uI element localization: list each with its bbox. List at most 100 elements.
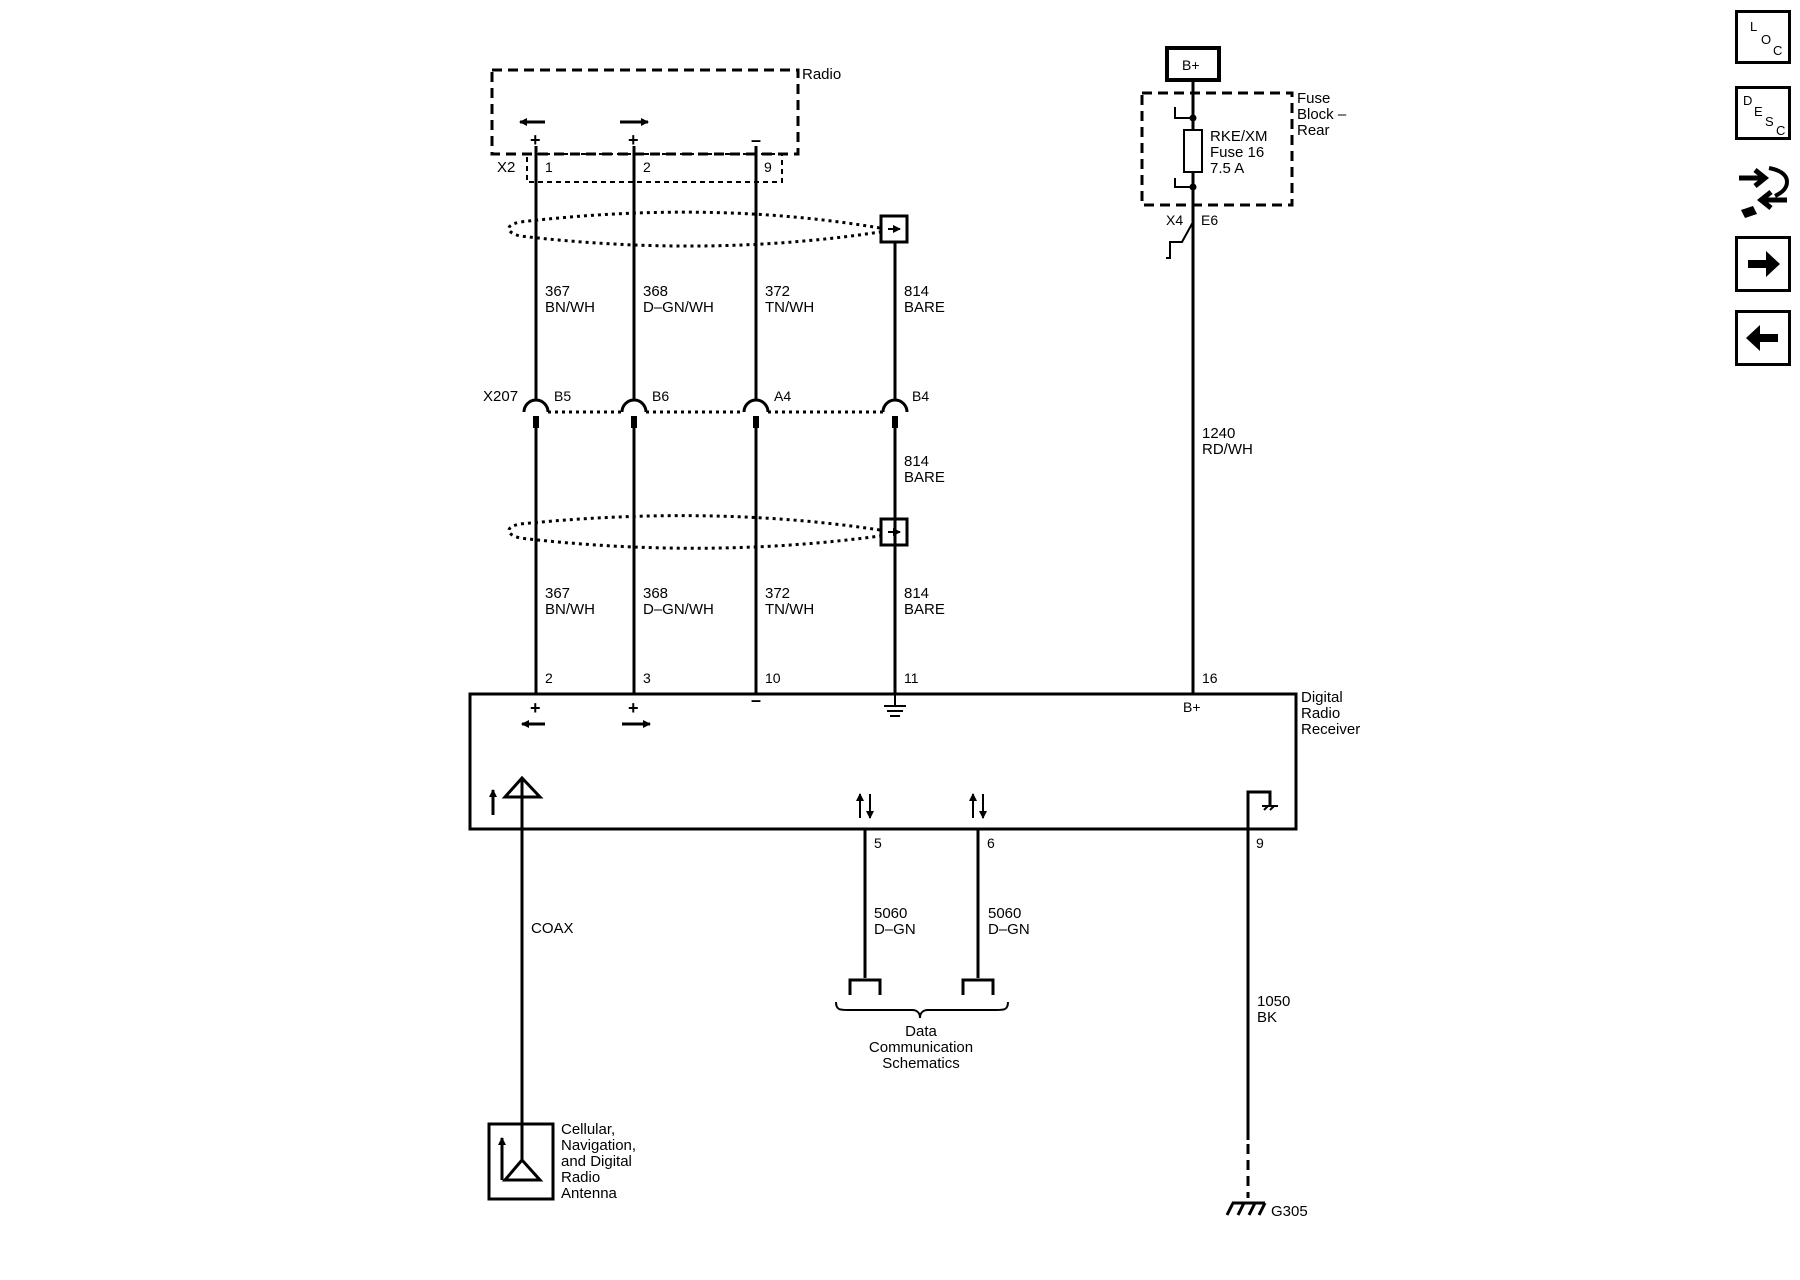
drain-814-mid-color: BARE	[904, 469, 945, 486]
wire-5060-a-circuit: 5060	[874, 905, 907, 922]
wire-5060-b-circuit: 5060	[988, 905, 1021, 922]
ground-point-icon	[1225, 1201, 1267, 1216]
description-letter-e: E	[1754, 104, 1763, 119]
wire-368-upper-color: D–GN/WH	[643, 299, 714, 316]
receiver-label-1: Digital	[1301, 689, 1343, 706]
radio-pin2-sign: +	[628, 130, 639, 150]
fuse-block-label-3: Rear	[1297, 122, 1330, 139]
wire-1050-circuit: 1050	[1257, 993, 1290, 1010]
receiver-pin-11: 11	[904, 670, 919, 686]
receiver-pin2-sign: +	[530, 698, 541, 718]
receiver-pin-9: 9	[1256, 835, 1264, 851]
fuse-block-label-2: Block –	[1297, 106, 1347, 123]
x207-pin-b6: B6	[652, 388, 669, 404]
radio-pin9-sign: –	[751, 130, 761, 150]
wire-1240-color: RD/WH	[1202, 441, 1253, 458]
connector-tool-icon	[1739, 166, 1790, 218]
receiver-label-2: Radio	[1301, 705, 1340, 722]
wire-367-upper-circuit: 367	[545, 283, 570, 300]
wire-372-lower-color: TN/WH	[765, 601, 814, 618]
data-ref-label-3: Schematics	[882, 1055, 960, 1072]
x207-pin-b5: B5	[554, 388, 571, 404]
location-button[interactable]: L O C	[1735, 10, 1791, 64]
location-letter-c: C	[1773, 43, 1783, 58]
data-bidirectional-icon	[856, 793, 874, 819]
wire-368-upper-circuit: 368	[643, 283, 668, 300]
wire-367-lower-circuit: 367	[545, 585, 570, 602]
wire-367-upper-color: BN/WH	[545, 299, 595, 316]
bplus-supply-label: B+	[1182, 57, 1200, 73]
description-letter-c: C	[1776, 123, 1786, 138]
previous-button[interactable]	[1735, 310, 1791, 366]
coax-label: COAX	[531, 920, 574, 937]
radio-component: Radio + + – X2 1 2 9	[490, 66, 841, 183]
description-button[interactable]: D E S C	[1735, 86, 1791, 140]
radio-connector-label: X2	[497, 159, 515, 176]
wire-372-upper-color: TN/WH	[765, 299, 814, 316]
arrow-left-icon	[1746, 325, 1778, 351]
x207-pin-b4: B4	[912, 388, 929, 404]
fuse-label-3: 7.5 A	[1210, 160, 1244, 177]
x207-pin-a4: A4	[774, 388, 791, 404]
wire-5060-b-color: D–GN	[988, 921, 1030, 938]
location-letter-l: L	[1750, 19, 1758, 34]
wire-814-lower-circuit: 814	[904, 585, 929, 602]
wire-1050-color: BK	[1257, 1009, 1277, 1026]
chassis-ground-icon	[884, 694, 906, 717]
wire-814-upper-circuit: 814	[904, 283, 929, 300]
fuse-label-1: RKE/XM	[1210, 128, 1268, 145]
receiver-pin-16: 16	[1202, 670, 1218, 686]
fuse-connector-label: X4	[1166, 212, 1183, 228]
antenna-label-4: Radio	[561, 1169, 600, 1186]
fuse-label-2: Fuse 16	[1210, 144, 1264, 161]
receiver-pin-3: 3	[643, 670, 651, 686]
receiver-pin10-sign: –	[751, 690, 761, 710]
wire-368-lower-circuit: 368	[643, 585, 668, 602]
wire-368-lower-color: D–GN/WH	[643, 601, 714, 618]
fuse-pin-e6: E6	[1201, 212, 1218, 228]
receiver-label-3: Receiver	[1301, 721, 1360, 738]
radio-label: Radio	[802, 66, 841, 83]
connector-tool-button[interactable]	[1735, 160, 1791, 222]
arrow-right-icon	[1748, 251, 1780, 277]
data-ref-label-1: Data	[905, 1023, 937, 1040]
inline-connector-x207: X207 B5 B6 A4 B4	[483, 388, 929, 428]
antenna-label-3: and Digital	[561, 1153, 632, 1170]
data-ref-label-2: Communication	[869, 1039, 973, 1056]
wire-372-upper-circuit: 372	[765, 283, 790, 300]
location-letter-o: O	[1761, 32, 1772, 47]
radio-pin-1: 1	[545, 159, 553, 175]
drain-814-mid-circuit: 814	[904, 453, 929, 470]
receiver-pin-5: 5	[874, 835, 882, 851]
lower-wires: 814 BARE 367 BN/WH 368 D–GN/WH 372 TN/WH…	[507, 428, 945, 694]
antenna-label-1: Cellular,	[561, 1121, 615, 1138]
receiver-bplus-label: B+	[1183, 699, 1201, 715]
description-letter-d: D	[1743, 93, 1753, 108]
antenna-label-2: Navigation,	[561, 1137, 636, 1154]
receiver-pin-6: 6	[987, 835, 995, 851]
x207-label: X207	[483, 388, 518, 405]
wire-814-upper-color: BARE	[904, 299, 945, 316]
fuse-block-rear: B+ Fuse Block – Rear RKE/XM Fuse 16 7.5 …	[1140, 46, 1347, 694]
wire-372-lower-circuit: 372	[765, 585, 790, 602]
digital-radio-receiver: 2 3 10 11 16 Digital Radio Receiver + + …	[468, 670, 1360, 1185]
wire-1240-circuit: 1240	[1202, 425, 1235, 442]
antenna-component: Cellular, Navigation, and Digital Radio …	[487, 1121, 636, 1202]
wire-814-lower-color: BARE	[904, 601, 945, 618]
radio-pin1-sign: +	[530, 130, 541, 150]
receiver-pin-10: 10	[765, 670, 781, 686]
upper-wires: 367 BN/WH 368 D–GN/WH 372 TN/WH 814 BARE	[507, 146, 945, 400]
wire-5060-a-color: D–GN	[874, 921, 916, 938]
antenna-label-5: Antenna	[561, 1185, 618, 1202]
next-button[interactable]	[1735, 236, 1791, 292]
radio-pin-9: 9	[764, 159, 772, 175]
radio-pin-2: 2	[643, 159, 651, 175]
ground-g305-label: G305	[1271, 1203, 1308, 1220]
bottom-wires: COAX 5060 D–GN 5060 D–GN Data Communicat…	[531, 829, 1308, 1220]
wire-367-lower-color: BN/WH	[545, 601, 595, 618]
data-bidirectional-icon	[969, 793, 987, 819]
description-letter-s: S	[1765, 114, 1774, 129]
receiver-pin3-sign: +	[628, 698, 639, 718]
receiver-pin-2: 2	[545, 670, 553, 686]
